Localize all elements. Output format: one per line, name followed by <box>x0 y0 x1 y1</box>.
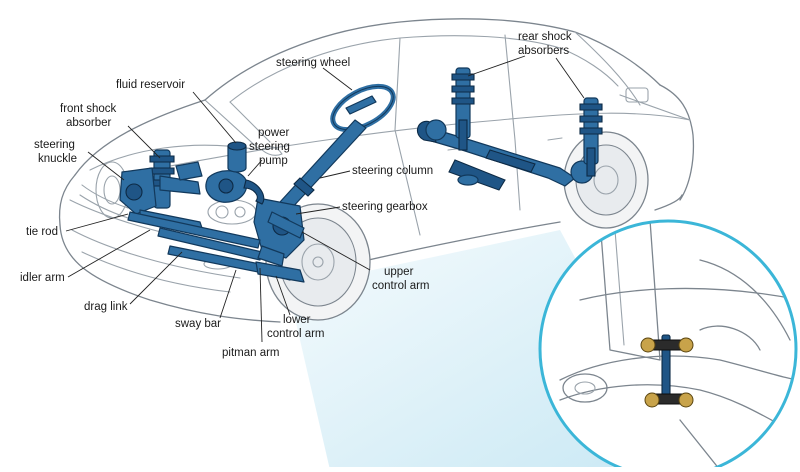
leader-lines <box>65 55 585 343</box>
upper-control-arm-part <box>267 211 305 239</box>
headlight <box>207 199 257 225</box>
power-steering-pump-part <box>205 170 265 205</box>
label-sway-bar: sway bar <box>175 318 221 330</box>
rear-axle <box>416 119 594 191</box>
sway-bar-link-closeup <box>640 334 694 408</box>
label-pitman-arm: pitman arm <box>222 347 280 359</box>
label-fluid-reservoir: fluid reservoir <box>116 79 185 91</box>
label-steering-column: steering column <box>352 165 433 177</box>
lower-control-arm-part <box>255 261 305 283</box>
fluid-reservoir-part <box>227 141 247 173</box>
label-tie-rod: tie rod <box>26 226 58 238</box>
label-lower-control-arm: lower control arm <box>267 314 325 340</box>
tie-rod-part <box>127 211 261 249</box>
zoom-callout <box>538 219 798 472</box>
callout-ring <box>538 219 798 472</box>
label-drag-link: drag link <box>84 301 128 313</box>
rear-shock-absorber-right <box>579 97 603 177</box>
label-upper-control-arm: upper control arm <box>372 266 430 292</box>
label-steering-wheel: steering wheel <box>276 57 350 69</box>
steering-wheel-part <box>330 83 396 133</box>
drag-link-part <box>157 227 263 261</box>
label-rear-shock-absorbers: rear shock absorbers <box>518 31 575 57</box>
label-idler-arm: idler arm <box>20 272 65 284</box>
pitman-arm-part <box>257 245 285 267</box>
label-front-shock-absorber: front shock absorber <box>60 103 119 129</box>
tail-light <box>625 87 649 103</box>
rear-shock-absorber-left <box>451 67 475 151</box>
labels: fluid reservoir steering wheel rear shoc… <box>20 31 575 359</box>
label-steering-gearbox: steering gearbox <box>342 201 428 213</box>
label-steering-knuckle: steering knuckle <box>34 139 78 165</box>
label-power-steering-pump: power steering pump <box>249 127 293 167</box>
